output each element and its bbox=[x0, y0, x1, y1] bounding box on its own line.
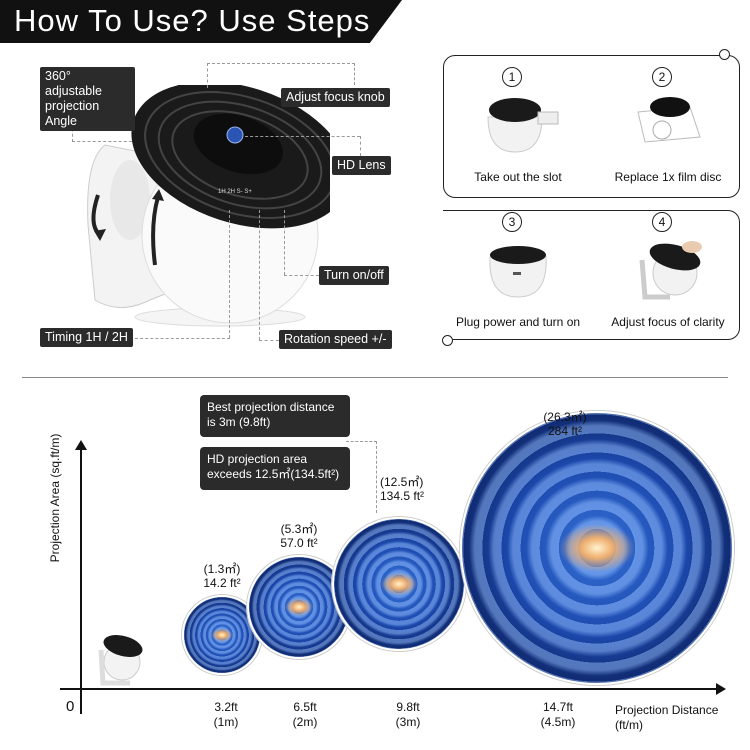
area-ft-label: 134.5 ft² bbox=[380, 489, 425, 503]
step-4-caption: Adjust focus of clarity bbox=[611, 315, 725, 329]
area-ft-label: 14.2 ft² bbox=[203, 576, 241, 590]
leader-line bbox=[376, 441, 377, 513]
step-3-image bbox=[489, 246, 547, 298]
projector-small-image bbox=[98, 635, 143, 686]
step-2-image bbox=[637, 97, 701, 143]
step-number: 3 bbox=[502, 212, 522, 232]
label-timing: Timing 1H / 2H bbox=[40, 328, 133, 347]
leader-line bbox=[229, 210, 230, 338]
area-ft-label: 284 ft² bbox=[547, 424, 583, 438]
step-1-caption: Take out the slot bbox=[474, 170, 562, 184]
callout-hd-area: HD projection area exceeds 12.5㎡(134.5ft… bbox=[200, 447, 350, 490]
x-tick-m: (2m) bbox=[292, 715, 318, 729]
y-axis-arrow-icon bbox=[75, 440, 87, 450]
projector-image: 1H 2H S- S+ bbox=[87, 85, 330, 327]
page-title: How To Use? Use Steps bbox=[14, 3, 371, 38]
area-m-label: (12.5㎡) bbox=[380, 475, 424, 489]
x-axis-arrow-icon bbox=[716, 683, 726, 695]
x-tick-m: (1m) bbox=[213, 715, 239, 729]
leader-line bbox=[207, 63, 355, 64]
leader-line bbox=[354, 63, 355, 85]
leader-line bbox=[259, 340, 279, 341]
x-tick-ft: 6.5ft bbox=[293, 700, 317, 714]
step-1-image bbox=[487, 98, 559, 153]
step-number: 4 bbox=[652, 212, 672, 232]
title-banner: How To Use? Use Steps bbox=[0, 0, 402, 43]
step-number: 2 bbox=[652, 67, 672, 87]
label-hd-lens: HD Lens bbox=[332, 156, 391, 175]
leader-line bbox=[284, 210, 285, 275]
leader-line bbox=[72, 141, 132, 142]
area-m-label: (1.3㎡) bbox=[203, 562, 241, 576]
leader-line bbox=[245, 136, 360, 137]
x-tick-ft: 9.8ft bbox=[396, 700, 420, 714]
step-number: 1 bbox=[502, 67, 522, 87]
connector-dot bbox=[719, 49, 730, 60]
label-angle: 360° adjustable projection Angle bbox=[40, 67, 135, 131]
x-tick-ft: 14.7ft bbox=[542, 700, 574, 714]
leader-line bbox=[259, 210, 260, 340]
step-3-caption: Plug power and turn on bbox=[455, 315, 581, 329]
leader-line bbox=[360, 136, 361, 156]
x-axis bbox=[60, 688, 718, 690]
leader-line bbox=[135, 338, 230, 339]
label-focus-knob: Adjust focus knob bbox=[281, 88, 390, 107]
label-rotation: Rotation speed +/- bbox=[279, 330, 392, 349]
projection-circle-3m bbox=[332, 517, 466, 651]
steps-box-bottom bbox=[443, 210, 740, 340]
label-power: Turn on/off bbox=[319, 266, 389, 285]
panel-labels: 1H 2H S- S+ bbox=[218, 189, 252, 195]
projection-circle-4-5m bbox=[460, 411, 734, 685]
leader-line bbox=[346, 441, 377, 442]
area-m-label: (5.3㎡) bbox=[280, 522, 318, 536]
leader-line bbox=[207, 63, 208, 88]
callout-best-distance: Best projection distance is 3m (9.8ft) bbox=[200, 395, 350, 437]
x-tick-ft: 3.2ft bbox=[214, 700, 238, 714]
steps-box-top bbox=[443, 55, 740, 198]
x-tick-m: (3m) bbox=[395, 715, 421, 729]
y-axis bbox=[80, 446, 82, 714]
section-divider bbox=[22, 377, 728, 378]
x-tick-m: (4.5m) bbox=[540, 715, 576, 729]
step-4-image bbox=[639, 241, 702, 300]
x-axis-label: Projection Distance (ft/m) bbox=[615, 703, 719, 732]
origin-label: 0 bbox=[66, 698, 75, 715]
y-axis-label: Projection Area (sq.ft/m) bbox=[48, 433, 62, 563]
step-2-caption: Replace 1x film disc bbox=[614, 170, 722, 184]
connector-dot bbox=[442, 335, 453, 346]
area-ft-label: 57.0 ft² bbox=[280, 536, 318, 550]
leader-line bbox=[284, 275, 319, 276]
area-m-label: (26.3㎡) bbox=[543, 410, 587, 424]
